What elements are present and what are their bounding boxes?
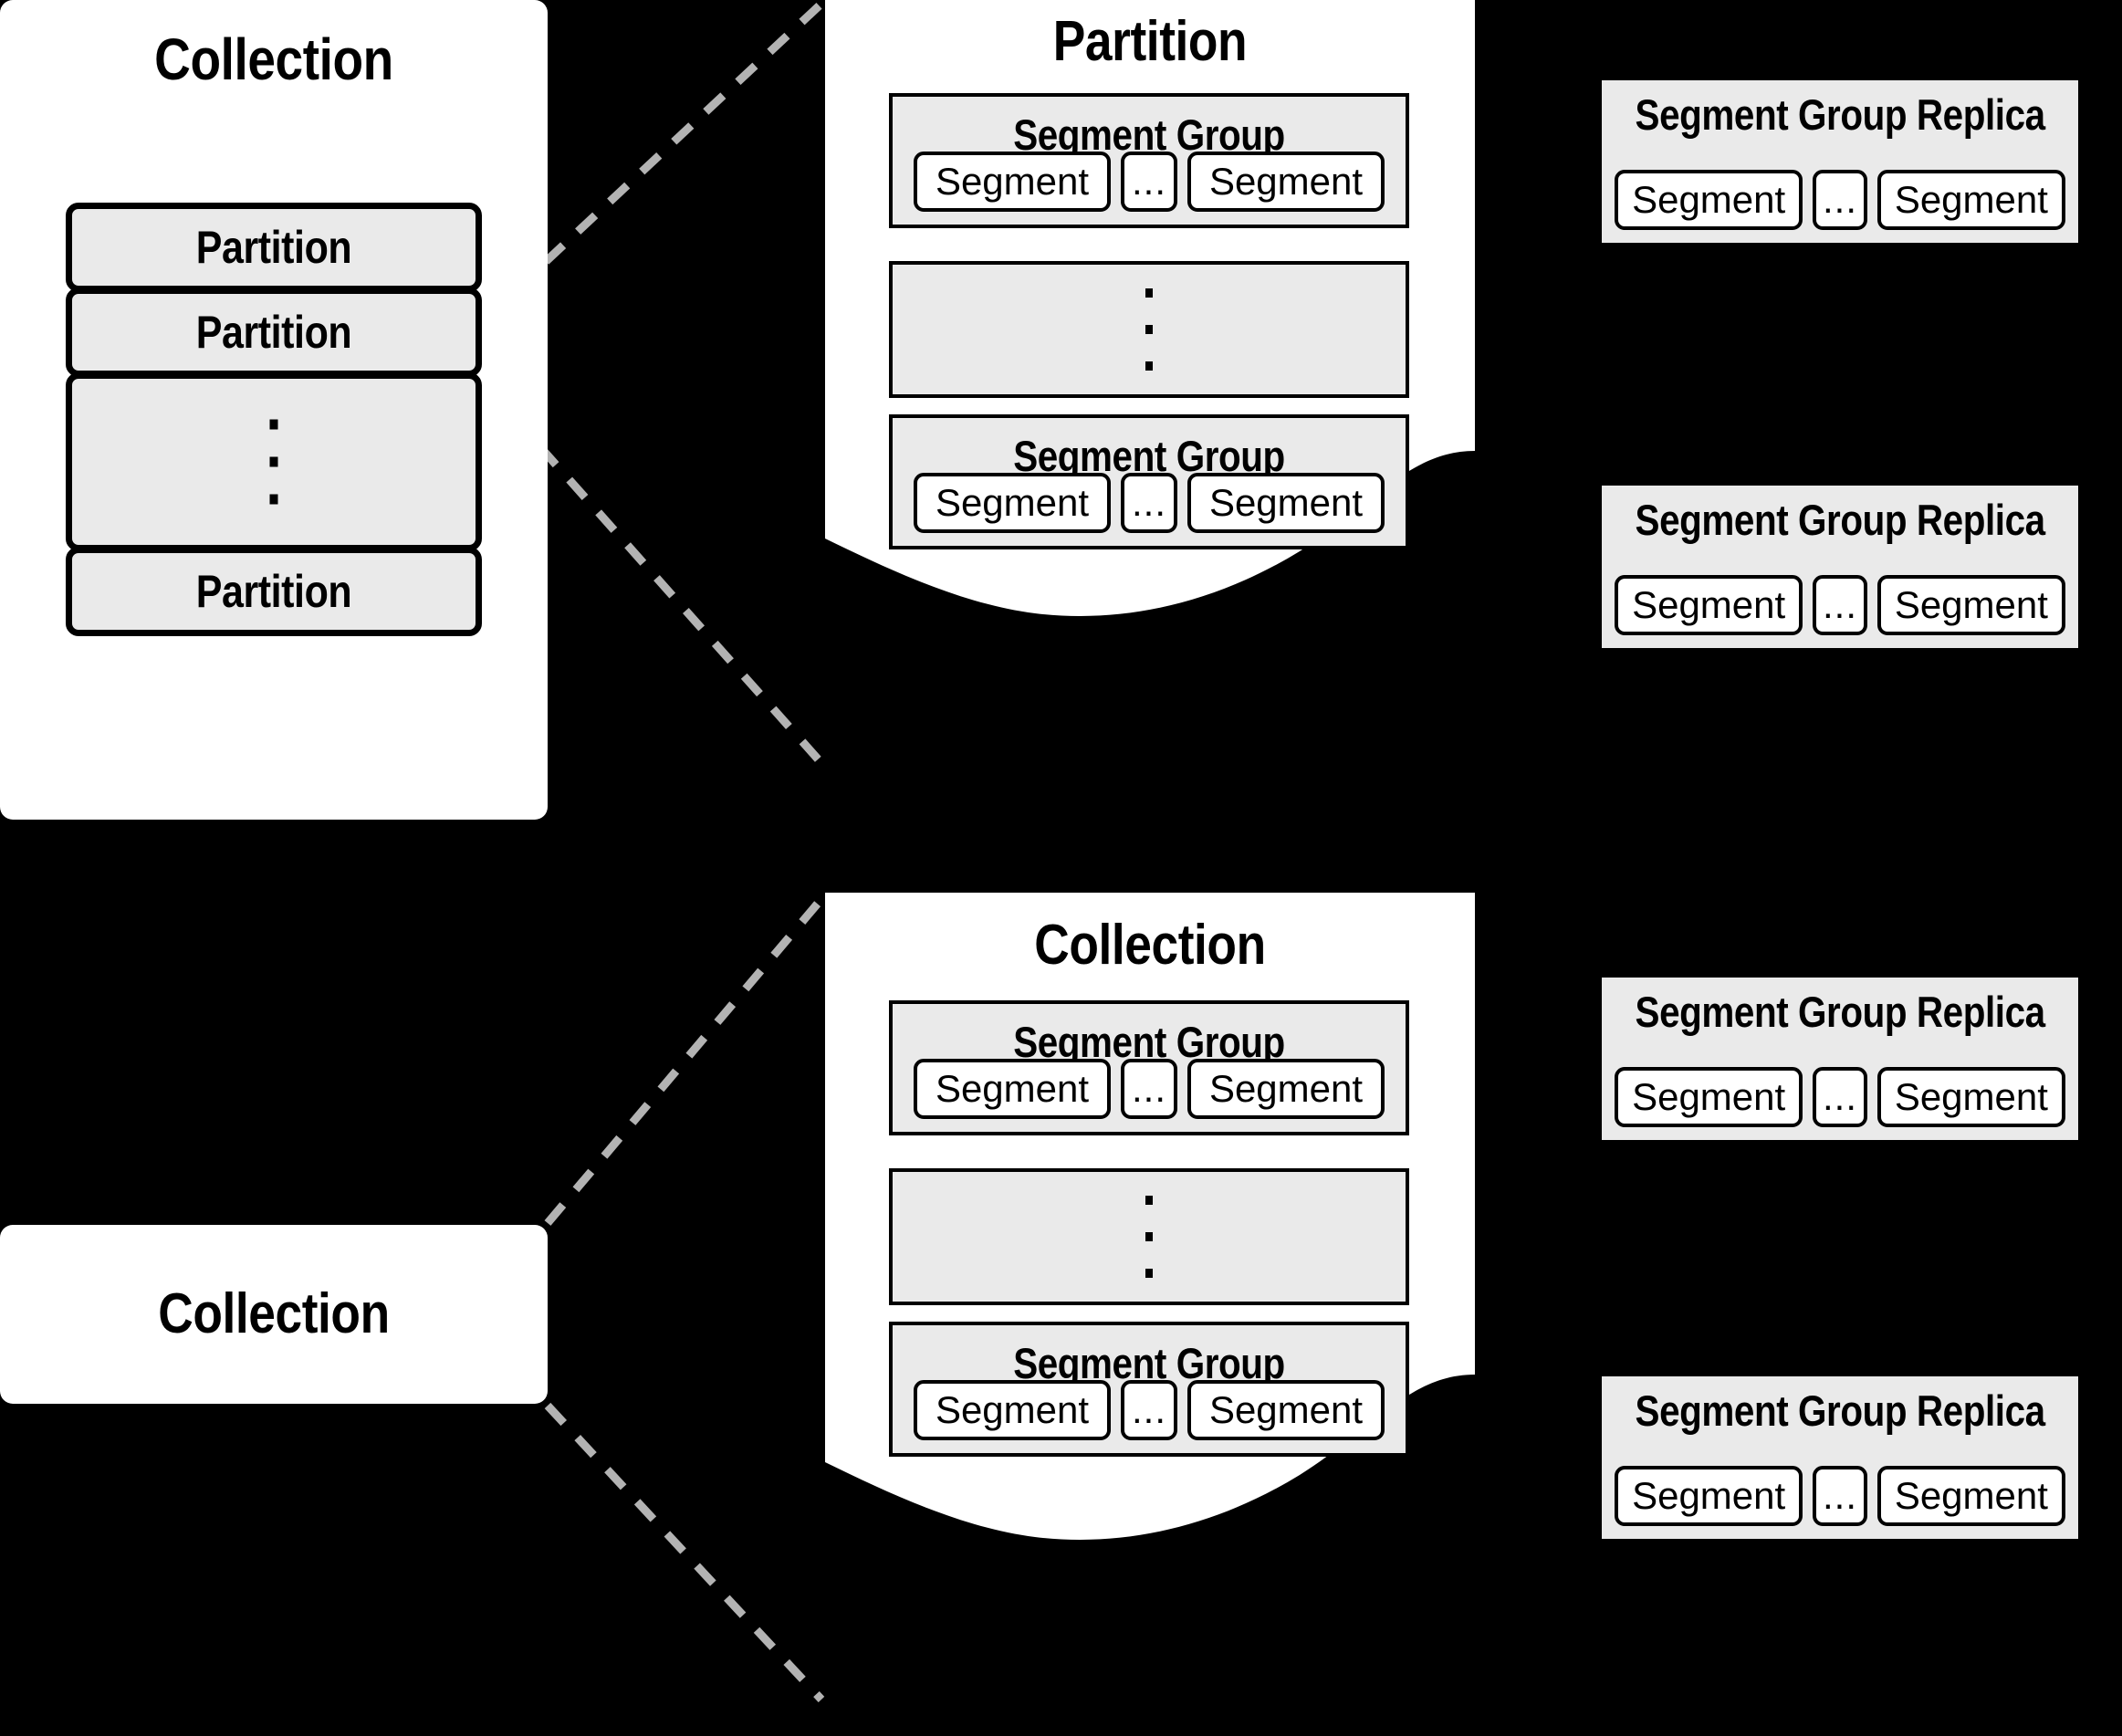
horizontal-ellipsis-icon: ... xyxy=(1131,1067,1166,1110)
segment-label: Segment xyxy=(1208,1067,1364,1110)
segment-label: Segment xyxy=(1894,178,2048,221)
partition-item[interactable]: Partition xyxy=(66,547,482,636)
horizontal-ellipsis-icon: ... xyxy=(1131,160,1166,203)
partition-item-label: Partition xyxy=(195,307,352,358)
segment-group-replica[interactable]: Segment Group Replica Segment ... Segmen… xyxy=(1602,978,2078,1140)
segment-label: Segment xyxy=(1208,1388,1364,1431)
segment-group-title: Segment Group xyxy=(1013,1018,1285,1066)
vertical-ellipsis-icon xyxy=(1145,1196,1153,1278)
segment-label: Segment xyxy=(935,1388,1090,1431)
segment-label: Segment xyxy=(935,481,1090,524)
collection-top-title: Collection xyxy=(154,26,393,92)
segment-box[interactable]: Segment xyxy=(1615,575,1803,635)
partition-sheet-title: Partition xyxy=(1052,10,1248,73)
segment-label: Segment xyxy=(935,160,1090,203)
segment-row: Segment ... Segment xyxy=(1615,1067,2065,1127)
segment-box[interactable]: Segment xyxy=(914,473,1111,533)
partition-item-label: Partition xyxy=(195,222,352,273)
segment-ellipsis-box: ... xyxy=(1813,170,1867,230)
segment-group-ellipsis-row xyxy=(889,261,1409,398)
segment-box[interactable]: Segment xyxy=(1615,1466,1803,1526)
segment-group-title: Segment Group xyxy=(1013,110,1285,159)
segment-box[interactable]: Segment xyxy=(914,1380,1111,1440)
segment-label: Segment xyxy=(1632,178,1786,221)
segment-box[interactable]: Segment xyxy=(1187,152,1385,212)
segment-row: Segment ... Segment xyxy=(905,473,1393,533)
segment-group-replica-title: Segment Group Replica xyxy=(1635,1386,2046,1435)
collection-panel-top: Collection Partition Partition Partition xyxy=(0,0,548,820)
horizontal-ellipsis-icon: ... xyxy=(1822,1474,1857,1517)
segment-label: Segment xyxy=(1208,481,1364,524)
segment-label: Segment xyxy=(1894,583,2048,626)
segment-box[interactable]: Segment xyxy=(1876,1067,2065,1127)
horizontal-ellipsis-icon: ... xyxy=(1822,1075,1857,1118)
segment-group-replica[interactable]: Segment Group Replica Segment ... Segmen… xyxy=(1602,486,2078,648)
segment-label: Segment xyxy=(1632,1075,1786,1118)
segment-ellipsis-box: ... xyxy=(1813,1466,1867,1526)
segment-group-replica-title: Segment Group Replica xyxy=(1635,988,2046,1036)
segment-ellipsis-box: ... xyxy=(1813,575,1867,635)
segment-label: Segment xyxy=(1894,1075,2048,1118)
segment-label: Segment xyxy=(1208,160,1364,203)
collection-sheet-title: Collection xyxy=(1034,914,1266,977)
segment-box[interactable]: Segment xyxy=(1187,1380,1385,1440)
segment-box[interactable]: Segment xyxy=(1187,1059,1385,1119)
horizontal-ellipsis-icon: ... xyxy=(1131,481,1166,524)
segment-label: Segment xyxy=(1632,1474,1786,1517)
collection-bottom-title: Collection xyxy=(158,1282,390,1345)
segment-row: Segment ... Segment xyxy=(1615,1466,2065,1526)
segment-box[interactable]: Segment xyxy=(1615,170,1803,230)
segment-box[interactable]: Segment xyxy=(1876,170,2065,230)
segment-group[interactable]: Segment Group Segment ... Segment xyxy=(889,1322,1409,1457)
segment-group[interactable]: Segment Group Segment ... Segment xyxy=(889,414,1409,549)
segment-group[interactable]: Segment Group Segment ... Segment xyxy=(889,1000,1409,1135)
segment-group-ellipsis-row xyxy=(889,1168,1409,1305)
segment-ellipsis-box: ... xyxy=(1121,473,1177,533)
segment-row: Segment ... Segment xyxy=(905,1380,1393,1440)
connector-collection-top xyxy=(544,896,825,1226)
segment-ellipsis-box: ... xyxy=(1121,152,1177,212)
horizontal-ellipsis-icon: ... xyxy=(1131,1388,1166,1431)
partition-ellipsis-row xyxy=(66,372,482,551)
segment-label: Segment xyxy=(935,1067,1090,1110)
vertical-ellipsis-icon xyxy=(1145,288,1153,371)
connector-collection-bottom xyxy=(544,1402,825,1703)
partition-item-label: Partition xyxy=(195,566,352,617)
segment-ellipsis-box: ... xyxy=(1121,1059,1177,1119)
segment-group-replica[interactable]: Segment Group Replica Segment ... Segmen… xyxy=(1602,80,2078,243)
segment-box[interactable]: Segment xyxy=(1876,575,2065,635)
segment-box[interactable]: Segment xyxy=(914,152,1111,212)
segment-group-replica-title: Segment Group Replica xyxy=(1635,496,2046,544)
segment-group-replica[interactable]: Segment Group Replica Segment ... Segmen… xyxy=(1602,1376,2078,1539)
segment-group-replica-title: Segment Group Replica xyxy=(1635,90,2046,139)
segment-group-title: Segment Group xyxy=(1013,432,1285,480)
horizontal-ellipsis-icon: ... xyxy=(1822,178,1857,221)
partition-sheet: Partition Segment Group Segment ... Segm… xyxy=(825,0,1475,816)
segment-row: Segment ... Segment xyxy=(905,1059,1393,1119)
segment-group-title: Segment Group xyxy=(1013,1339,1285,1387)
segment-group[interactable]: Segment Group Segment ... Segment xyxy=(889,93,1409,228)
segment-ellipsis-box: ... xyxy=(1121,1380,1177,1440)
collection-sheet: Collection Segment Group Segment ... Seg… xyxy=(825,893,1475,1736)
segment-box[interactable]: Segment xyxy=(1876,1466,2065,1526)
segment-row: Segment ... Segment xyxy=(1615,575,2065,635)
segment-row: Segment ... Segment xyxy=(905,152,1393,212)
segment-box[interactable]: Segment xyxy=(1615,1067,1803,1127)
segment-box[interactable]: Segment xyxy=(914,1059,1111,1119)
segment-ellipsis-box: ... xyxy=(1813,1067,1867,1127)
segment-label: Segment xyxy=(1632,583,1786,626)
segment-row: Segment ... Segment xyxy=(1615,170,2065,230)
segment-label: Segment xyxy=(1894,1474,2048,1517)
horizontal-ellipsis-icon: ... xyxy=(1822,583,1857,626)
partition-item[interactable]: Partition xyxy=(66,203,482,292)
partition-item-expanded[interactable]: Partition xyxy=(66,288,482,377)
collection-card-bottom[interactable]: Collection xyxy=(0,1225,548,1404)
vertical-ellipsis-icon xyxy=(269,419,278,505)
segment-box[interactable]: Segment xyxy=(1187,473,1385,533)
